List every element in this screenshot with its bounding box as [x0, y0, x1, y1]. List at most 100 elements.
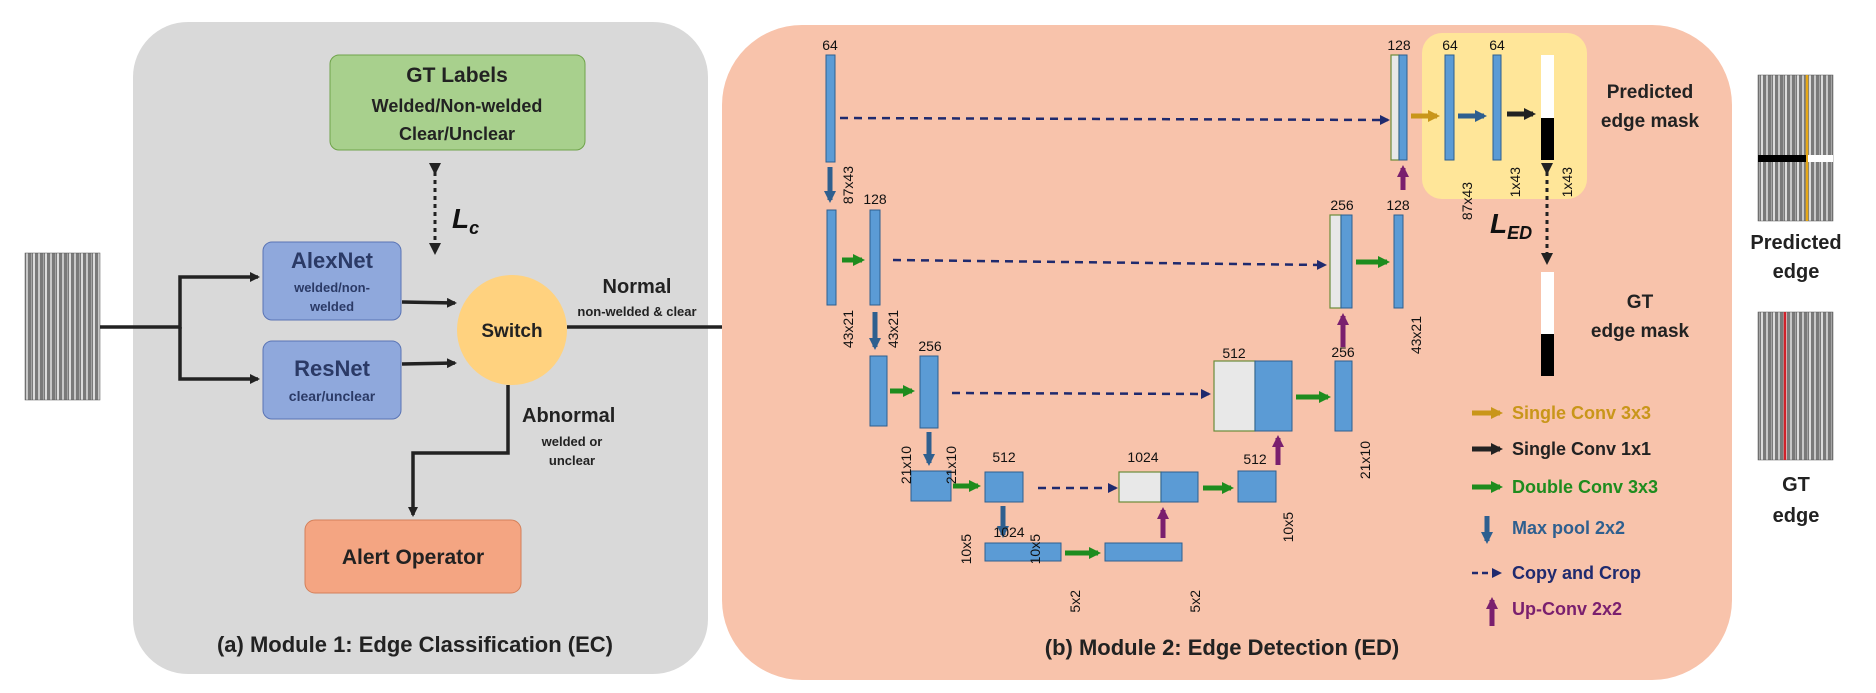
ch-enc4: 512 — [992, 449, 1016, 465]
alexnet-to-switch-arrow — [401, 297, 457, 308]
input-to-resnet-arrow — [178, 327, 260, 384]
enc3a-block — [869, 355, 888, 427]
legend-label-maxpool: Max pool 2x2 — [1512, 518, 1625, 538]
dec4-crop-block — [1118, 471, 1162, 503]
led-loss-label: LED — [1490, 208, 1532, 243]
abnormal-title: Abnormal — [522, 405, 615, 427]
resnet-line1: clear/unclear — [289, 388, 376, 404]
legend-label-copycrop: Copy and Crop — [1512, 563, 1641, 583]
ch-bott-a: 1024 — [993, 524, 1024, 540]
dim-enc2b: 43x21 — [885, 310, 901, 348]
dim-enc4a: 10x5 — [958, 534, 974, 565]
lc-loss-label: Lc — [452, 203, 479, 238]
bott-a-block — [984, 542, 1062, 562]
dim-bott-b: 5x2 — [1187, 590, 1203, 613]
abnormal-line1: welded or — [541, 434, 603, 449]
switch-label: Switch — [481, 321, 542, 342]
dec3b-block — [1334, 360, 1353, 432]
dim-enc3b: 21x10 — [943, 446, 959, 484]
enc4a-block — [910, 470, 952, 502]
predicted-edge-line2: edge — [1773, 261, 1820, 283]
enc3b-block — [919, 355, 939, 429]
out1-block — [1444, 54, 1455, 161]
enc4b-block — [984, 471, 1024, 503]
dec1-up-block — [1398, 54, 1408, 161]
gt-mask-line2: edge mask — [1591, 321, 1690, 342]
ch-enc3: 256 — [918, 338, 942, 354]
ch-out2: 64 — [1489, 37, 1505, 53]
legend: Single Conv 3x3 Single Conv 1x1 Double C… — [1472, 403, 1658, 626]
ch-dec1: 128 — [1387, 37, 1411, 53]
resnet-box — [262, 340, 402, 420]
enc2b-block — [869, 209, 881, 306]
dim-enc1: 87x43 — [840, 166, 856, 204]
ch-out1: 64 — [1442, 37, 1458, 53]
dim-enc3a: 21x10 — [898, 446, 914, 484]
bott-b-block — [1104, 542, 1183, 562]
copy-crop-arrow-2 — [892, 258, 1327, 270]
input-to-alexnet-arrow — [100, 272, 260, 329]
gt-labels-title: GT Labels — [406, 64, 508, 87]
resnet-title: ResNet — [294, 356, 370, 381]
legend-label-dconv: Double Conv 3x3 — [1512, 477, 1658, 497]
gt-labels-box — [329, 54, 586, 151]
dec3-up-block — [1254, 360, 1293, 432]
ch-dec2: 256 — [1330, 197, 1354, 213]
normal-sub: non-welded & clear — [577, 304, 696, 319]
predicted-mask-top — [1541, 55, 1554, 118]
dec4-up-block — [1160, 471, 1199, 503]
dec2b-block — [1393, 214, 1404, 309]
dim-out1: 87x43 — [1459, 182, 1475, 220]
dec1-crop-block — [1390, 54, 1400, 161]
ch-bott-b: 1024 — [1127, 449, 1158, 465]
module1-title: (a) Module 1: Edge Classification (EC) — [217, 632, 613, 657]
ch-dec4: 512 — [1222, 345, 1246, 361]
predicted-edge-image — [1757, 74, 1834, 222]
normal-title: Normal — [603, 276, 672, 298]
alexnet-title: AlexNet — [291, 248, 374, 273]
abnormal-line2: unclear — [549, 453, 595, 468]
ch-enc2: 128 — [863, 191, 887, 207]
switch-node — [457, 275, 567, 385]
legend-label-sconv3: Single Conv 3x3 — [1512, 403, 1651, 423]
alert-operator-label: Alert Operator — [342, 546, 484, 569]
dim-dec4: 10x5 — [1280, 512, 1296, 543]
dec2-up-block — [1340, 214, 1353, 309]
predicted-mask-bottom — [1541, 118, 1554, 160]
alexnet-box — [262, 241, 402, 321]
dim-enc2a: 43x21 — [840, 310, 856, 348]
predicted-mask-line1: Predicted — [1607, 82, 1694, 103]
alexnet-line1: welded/non- — [293, 280, 370, 295]
dim-out3: 1x43 — [1559, 167, 1575, 198]
gt-labels-line2: Clear/Unclear — [399, 124, 515, 144]
module1-background — [133, 22, 708, 674]
predicted-mask-line2: edge mask — [1601, 111, 1700, 132]
gt-edge-line2: edge — [1773, 505, 1820, 527]
enc2a-block — [826, 209, 837, 306]
dec2-crop-block — [1329, 214, 1342, 309]
ch-dec3: 256 — [1331, 344, 1355, 360]
gt-edge-image — [1757, 311, 1834, 461]
copy-crop-arrow-1 — [839, 114, 1390, 125]
input-weld-image — [24, 252, 101, 401]
out2-block — [1492, 54, 1502, 161]
gt-mask-bottom — [1541, 334, 1554, 376]
predicted-edge-line1: Predicted — [1750, 232, 1841, 254]
legend-label-upconv: Up-Conv 2x2 — [1512, 599, 1622, 619]
dec3-crop-block — [1213, 360, 1256, 432]
abnormal-path-arrow — [408, 385, 510, 517]
gt-mask-top — [1541, 272, 1554, 334]
dim-dec2: 43x21 — [1408, 316, 1424, 354]
enc1-block — [825, 54, 836, 163]
resnet-to-switch-arrow — [401, 358, 457, 369]
legend-label-sconv1: Single Conv 1x1 — [1512, 439, 1651, 459]
gt-labels-line1: Welded/Non-welded — [372, 96, 543, 116]
gt-mask-line1: GT — [1627, 292, 1654, 313]
copy-crop-arrow-3 — [951, 388, 1211, 399]
alexnet-line2: welded — [309, 299, 354, 314]
ch-dec4b: 512 — [1243, 451, 1267, 467]
ch-enc1: 64 — [822, 37, 838, 53]
dim-enc4b: 10x5 — [1027, 534, 1043, 565]
